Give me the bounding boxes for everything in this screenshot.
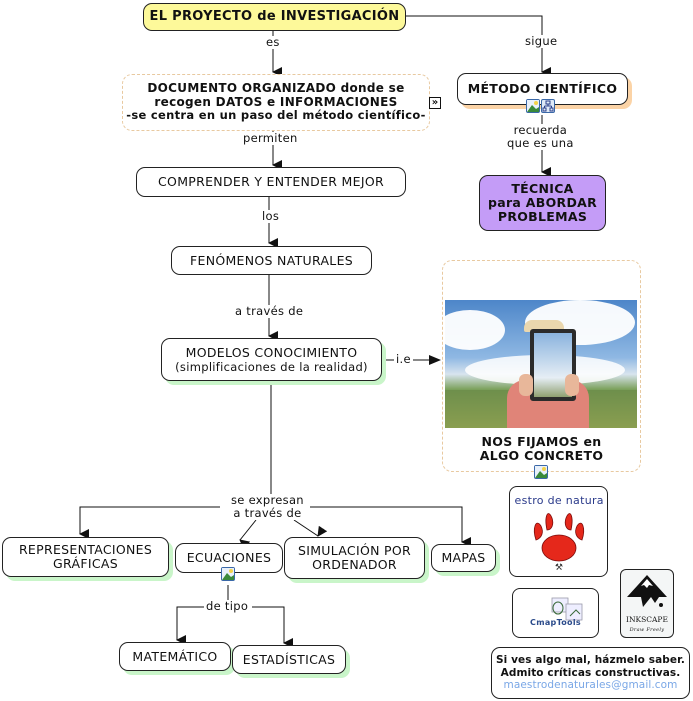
link-label-recuerda-line1: recuerda bbox=[513, 123, 568, 137]
logo-maestro-de-naturales[interactable]: Maestro de naturales ⚒ bbox=[509, 486, 608, 577]
node-proyecto-text: EL PROYECTO de INVESTIGACIÓN bbox=[149, 9, 400, 24]
node-documento-line2: recogen DATOS e INFORMACIONES bbox=[154, 94, 398, 109]
link-label-sigue: sigue bbox=[523, 34, 560, 48]
node-matematico-text: MATEMÁTICO bbox=[132, 648, 218, 664]
link-label-a-traves-de: a través de bbox=[233, 304, 306, 318]
expand-arrows-icon[interactable]: » bbox=[429, 97, 441, 109]
node-simulacion[interactable]: SIMULACIÓN POR ORDENADOR bbox=[284, 537, 425, 579]
paw-logo-icon: Maestro de naturales ⚒ bbox=[514, 494, 604, 573]
node-documento-line3: -se centra en un paso del método científ… bbox=[126, 108, 426, 123]
node-modelos[interactable]: MODELOS CONOCIMIENTO (simplificaciones d… bbox=[161, 338, 382, 381]
inkscape-mountain-icon bbox=[627, 575, 667, 607]
image-resource-icon[interactable] bbox=[526, 99, 540, 113]
link-sigue bbox=[405, 15, 551, 77]
link-label-se-expresan: se expresan a través de bbox=[229, 494, 306, 520]
cmaptools-graphic-icon bbox=[551, 597, 582, 621]
logo-inkscape-name: INKSCAPE bbox=[626, 615, 668, 624]
logo-cmaptools[interactable]: CmapTools bbox=[512, 588, 599, 638]
node-comprender-text: COMPRENDER Y ENTENDER MEJOR bbox=[158, 174, 384, 189]
node-modelos-line1: MODELOS CONOCIMIENTO bbox=[185, 344, 358, 360]
feedback-line1: Si ves algo mal, házmelo saber. bbox=[496, 654, 685, 667]
image-resource-icon-fijamos[interactable] bbox=[534, 465, 548, 479]
node-representaciones[interactable]: REPRESENTACIONES GRÁFICAS bbox=[2, 537, 169, 577]
link-label-los: los bbox=[260, 209, 282, 223]
logo-maestro-text: Maestro de naturales bbox=[514, 494, 604, 507]
link-label-recuerda-line2: que es una bbox=[507, 136, 574, 150]
node-comprender[interactable]: COMPRENDER Y ENTENDER MEJOR bbox=[136, 167, 406, 197]
node-representaciones-line2: GRÁFICAS bbox=[53, 556, 118, 571]
node-fenomenos[interactable]: FENÓMENOS NATURALES bbox=[171, 246, 372, 275]
logo-inkscape-tagline: Draw Freely bbox=[629, 627, 665, 633]
link-to-ecuaciones bbox=[239, 519, 257, 550]
link-label-ie: i.e bbox=[394, 352, 413, 366]
node-mapas-text: MAPAS bbox=[441, 550, 486, 565]
concept-map-resource-icon[interactable] bbox=[541, 99, 555, 113]
node-estadisticas-text: ESTADÍSTICAS bbox=[242, 651, 336, 667]
node-mapas[interactable]: MAPAS bbox=[431, 544, 496, 572]
concept-photo-person-with-tablet bbox=[445, 300, 637, 428]
link-label-se-expresan-line1: se expresan bbox=[231, 493, 304, 507]
node-tecnica-line3: PROBLEMAS bbox=[497, 209, 588, 224]
node-metodo-text: MÉTODO CIENTÍFICO bbox=[467, 81, 618, 96]
feedback-email[interactable]: maestrodenaturales@gmail.com bbox=[503, 679, 678, 692]
link-to-representaciones bbox=[79, 506, 220, 539]
node-tecnica[interactable]: TÉCNICA para ABORDAR PROBLEMAS bbox=[479, 175, 606, 231]
node-representaciones-line1: REPRESENTACIONES bbox=[18, 542, 153, 557]
logo-cmaptools-text: CmapTools bbox=[530, 618, 581, 627]
feedback-line2: Admito críticas constructivas. bbox=[500, 666, 681, 679]
node-matematico[interactable]: MATEMÁTICO bbox=[119, 642, 231, 671]
node-tecnica-line2: para ABORDAR bbox=[487, 195, 598, 210]
link-label-se-expresan-line2: a través de bbox=[233, 506, 302, 520]
link-to-estadisticas bbox=[252, 606, 293, 648]
node-simulacion-line2: ORDENADOR bbox=[312, 557, 397, 572]
svg-text:⚒: ⚒ bbox=[554, 563, 562, 573]
node-ecuaciones-text: ECUACIONES bbox=[186, 550, 272, 565]
feedback-box: Si ves algo mal, házmelo saber. Admito c… bbox=[491, 647, 690, 699]
node-tecnica-line1: TÉCNICA bbox=[511, 181, 574, 196]
node-documento-line1: DOCUMENTO ORGANIZADO donde se bbox=[147, 81, 405, 96]
link-label-permiten: permiten bbox=[241, 131, 300, 145]
node-fijamos-line1: NOS FIJAMOS en bbox=[481, 434, 602, 449]
node-fenomenos-text: FENÓMENOS NATURALES bbox=[190, 252, 353, 268]
link-to-matematico bbox=[176, 606, 204, 645]
node-fijamos-line2: ALGO CONCRETO bbox=[479, 448, 604, 463]
logo-inkscape[interactable]: INKSCAPE Draw Freely bbox=[620, 569, 674, 638]
node-modelos-line2: (simplificaciones de la realidad) bbox=[175, 359, 368, 374]
link-label-de-tipo: de tipo bbox=[204, 599, 251, 613]
link-label-recuerda: recuerda que es una bbox=[505, 124, 576, 150]
link-to-mapas bbox=[310, 506, 471, 547]
node-estadisticas[interactable]: ESTADÍSTICAS bbox=[232, 645, 346, 674]
image-resource-icon-ecuaciones[interactable] bbox=[221, 567, 235, 581]
link-to-simulacion bbox=[293, 519, 328, 537]
node-proyecto[interactable]: EL PROYECTO de INVESTIGACIÓN bbox=[143, 3, 406, 31]
link-label-es: es bbox=[264, 35, 282, 49]
node-documento[interactable]: DOCUMENTO ORGANIZADO donde se recogen DA… bbox=[122, 74, 430, 131]
node-simulacion-line1: SIMULACIÓN POR bbox=[298, 543, 411, 558]
